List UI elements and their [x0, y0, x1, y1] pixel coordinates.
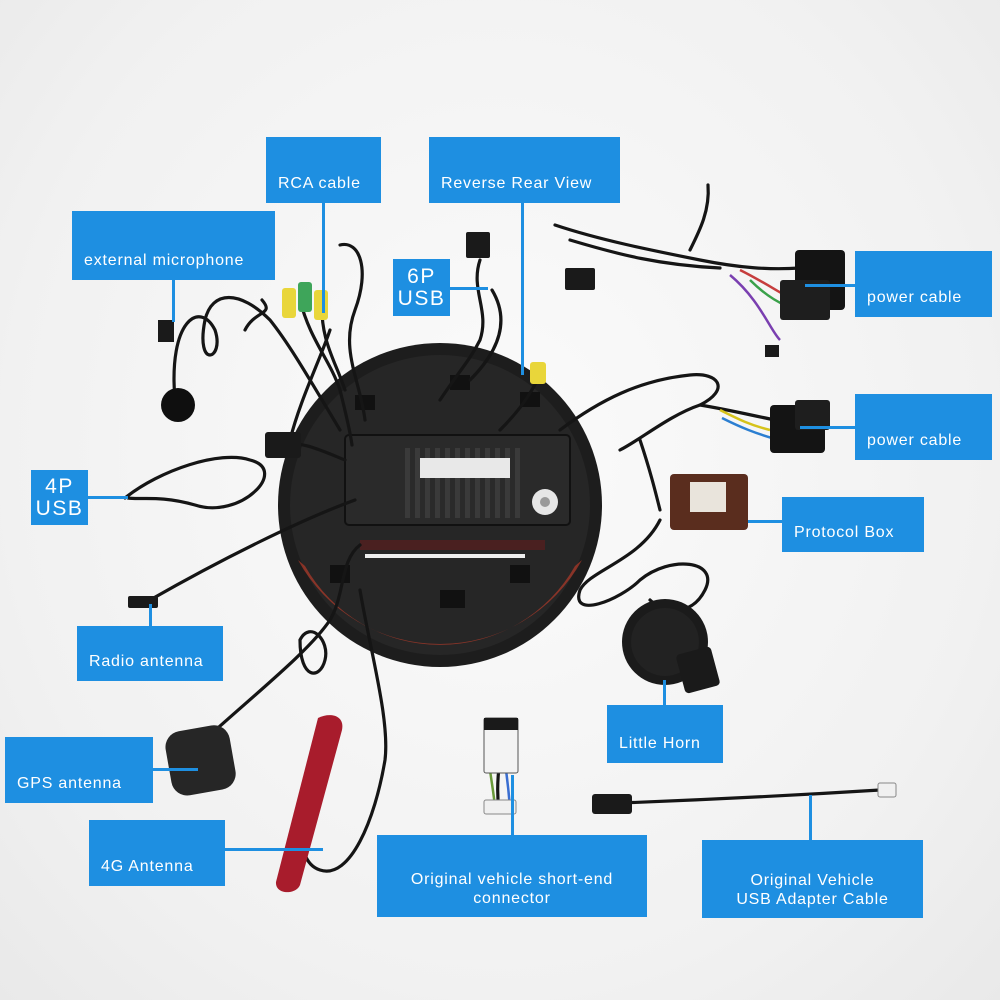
pointer-6p-usb [450, 287, 488, 290]
little-horn-speaker [622, 599, 720, 694]
pointer-short-end-connector [511, 775, 514, 835]
connectors [128, 232, 897, 893]
pointer-rca-cable [322, 203, 325, 313]
label-protocol-box: Protocol Box [782, 497, 924, 552]
label-gps-antenna: GPS antenna [5, 737, 153, 803]
pointer-protocol-box [748, 520, 782, 523]
pointer-power-cable-mid [800, 426, 855, 429]
pointer-4g-antenna [225, 848, 323, 851]
label-rca-cable: RCA cable [266, 137, 381, 203]
pointer-gps-antenna [153, 768, 198, 771]
pointer-reverse-rear-view [521, 203, 524, 375]
pointer-external-microphone [172, 280, 175, 322]
pointer-usb-adapter [809, 795, 812, 840]
label-reverse-rear-view: Reverse Rear View [429, 137, 620, 203]
label-4g-antenna: 4G Antenna [89, 820, 225, 886]
label-external-microphone: external microphone [72, 211, 275, 280]
pointer-4p-usb [88, 496, 128, 499]
label-little-horn: Little Horn [607, 705, 723, 763]
label-power-cable-top: power cable [855, 251, 992, 317]
label-power-cable-mid: power cable [855, 394, 992, 460]
cables [123, 183, 882, 873]
label-radio-antenna: Radio antenna [77, 626, 223, 681]
head-unit [278, 343, 602, 667]
pointer-radio-antenna [149, 604, 152, 626]
pointer-power-cable-top [805, 284, 855, 287]
pointer-little-horn [663, 680, 666, 705]
